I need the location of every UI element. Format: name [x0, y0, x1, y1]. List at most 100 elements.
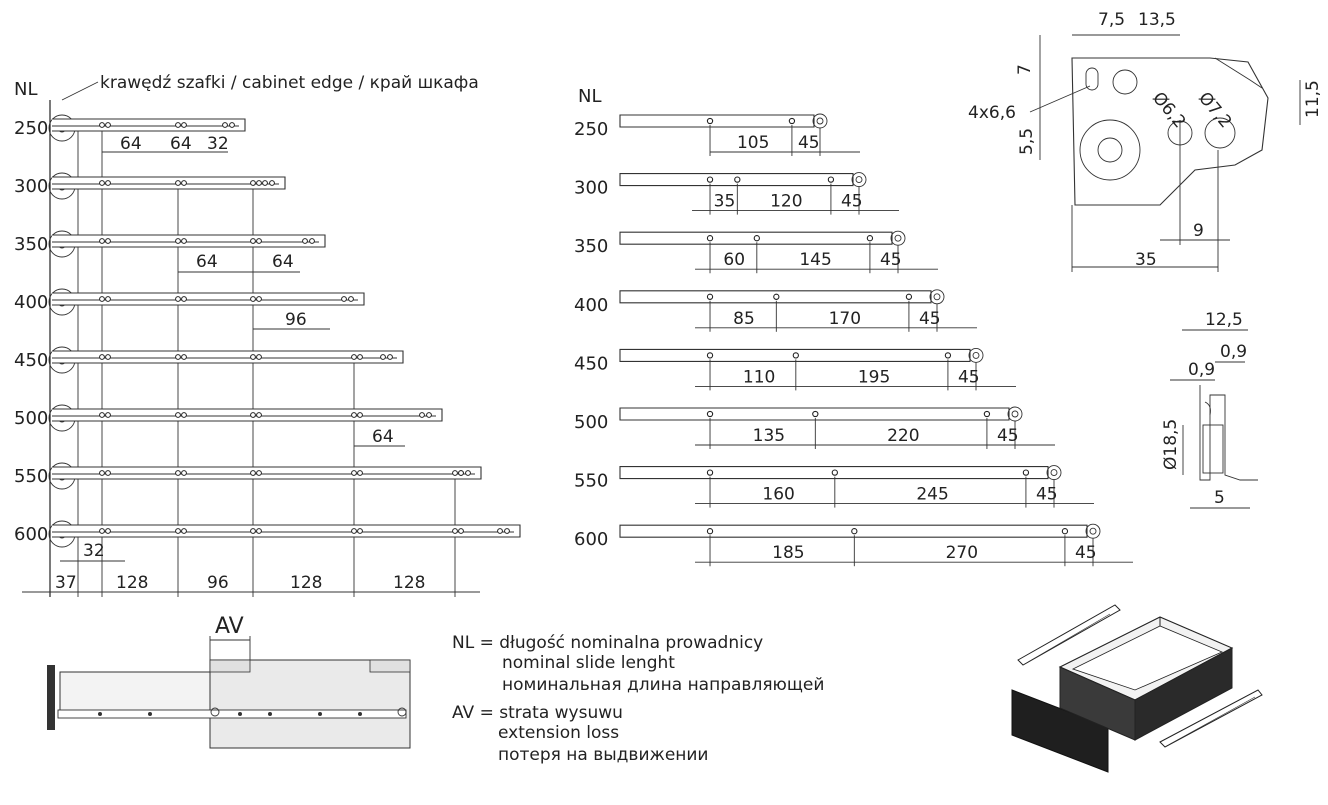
rail-hole [105, 238, 111, 244]
mid-dim-label: 45 [1075, 543, 1097, 563]
av-cabinet [209, 659, 411, 749]
rail-hole [181, 180, 187, 186]
bracket-dim-55: 5,5 [1017, 128, 1037, 155]
rail-hole [380, 354, 386, 360]
mid-rail-roller-axle [972, 351, 980, 359]
rail-hole [302, 238, 308, 244]
mid-rail-hole [905, 293, 913, 300]
rail-body [52, 118, 246, 132]
rail-hole [452, 470, 458, 476]
rail-hole [256, 180, 262, 186]
rail-hole [99, 180, 105, 186]
av-label: AV [215, 614, 244, 639]
mid-rail-hole [753, 235, 760, 242]
mid-dim-label: 245 [916, 485, 948, 505]
legend-av-3: потеря на выдвижении [498, 745, 708, 765]
bracket-drawing: 7,5 13,5 7 11,5 4x6,6 Ø6,2 Ø7,2 5,5 9 35 [968, 10, 1323, 272]
drawer-rail-upper-detail [1027, 613, 1111, 663]
av-rail-hole [268, 712, 272, 716]
rail-body [52, 176, 286, 190]
mid-dim-label: 195 [858, 367, 890, 387]
rail-hole [256, 470, 262, 476]
mid-rail-hole [706, 410, 714, 418]
nl-label-left: 250 [14, 118, 48, 139]
rail-hole [99, 238, 105, 244]
rail-hole [105, 296, 111, 302]
nl-label-left: 400 [14, 292, 48, 313]
rail-body [52, 524, 521, 538]
av-rail-hole [148, 712, 152, 716]
rail-hole [497, 528, 503, 534]
mid-dim-label: 45 [1036, 485, 1058, 505]
legend-av-2: extension loss [498, 723, 619, 743]
drawer-rail-lower [1159, 689, 1263, 748]
rail-hole [181, 470, 187, 476]
mid-rail-hole [812, 410, 819, 418]
mid-rail-hole [1022, 469, 1030, 476]
nl-header-left: NL [14, 79, 38, 100]
mid-rail-roller-axle [816, 117, 824, 125]
rail-hole [99, 296, 105, 302]
av-rail [57, 709, 407, 719]
nl-label-left: 600 [14, 524, 48, 545]
mid-rail-hole [851, 528, 858, 535]
av-rail-hole [238, 712, 242, 716]
rail-hole [105, 412, 111, 418]
nl-label-left: 550 [14, 466, 48, 487]
nl-label-left: 450 [14, 350, 48, 371]
bracket-dim-35: 35 [1135, 250, 1157, 270]
mid-dim-label: 45 [841, 192, 863, 212]
rail-hole [250, 296, 256, 302]
mid-rail-roller-axle [1089, 527, 1097, 535]
rail-hole [351, 412, 357, 418]
nl-label-middle: 450 [574, 353, 608, 374]
dim-350-a: 64 [196, 252, 218, 272]
nl-label-left: 300 [14, 176, 48, 197]
nl-label-left: 500 [14, 408, 48, 429]
legend-nl-1: NL = długość nominalna prowadnicy [452, 633, 763, 653]
mid-rail-roller-axle [1011, 410, 1019, 418]
mid-dim-label: 35 [714, 192, 736, 212]
rail-hole [99, 412, 105, 418]
rail-body [52, 466, 482, 480]
bottom-dim-37: 37 [55, 573, 77, 593]
rail-hole [348, 296, 354, 302]
cabinet-edge-leader [61, 81, 99, 101]
mid-dim-label: 105 [737, 133, 769, 153]
av-cabinet-notch-right [369, 659, 411, 673]
mid-dim-label: 135 [753, 426, 785, 446]
rail-hole [309, 238, 315, 244]
rail-hole [105, 470, 111, 476]
dim-250-b: 64 [170, 134, 192, 154]
nl-label-middle: 350 [574, 236, 608, 257]
rail-hole [175, 180, 181, 186]
rail-body [52, 292, 365, 306]
drawer-side-right [1134, 647, 1233, 741]
mid-dim-label: 60 [723, 250, 745, 270]
mid-rail-hole [706, 528, 714, 535]
rail-hole [269, 180, 275, 186]
nl-label-middle: 400 [574, 295, 608, 316]
rail-hole [175, 528, 181, 534]
rail-hole [357, 354, 363, 360]
drawer-rail-lower-detail [1169, 696, 1256, 745]
rail-hole [387, 354, 393, 360]
rail-hole [99, 354, 105, 360]
mid-rail-hole [1061, 528, 1069, 535]
mid-rail-roller-axle [894, 234, 902, 242]
mid-dim-label: 145 [799, 250, 831, 270]
rail-hole [181, 238, 187, 244]
rail-hole [250, 238, 256, 244]
rail-hole [175, 238, 181, 244]
mid-rail-hole [792, 352, 799, 359]
rail-hole [262, 180, 268, 186]
rail-hole [357, 528, 363, 534]
rail-hole [175, 122, 181, 128]
mid-dim-label: 120 [770, 192, 802, 212]
rail-hole [175, 296, 181, 302]
profile-outline [1199, 385, 1258, 481]
rail-body [52, 234, 326, 248]
